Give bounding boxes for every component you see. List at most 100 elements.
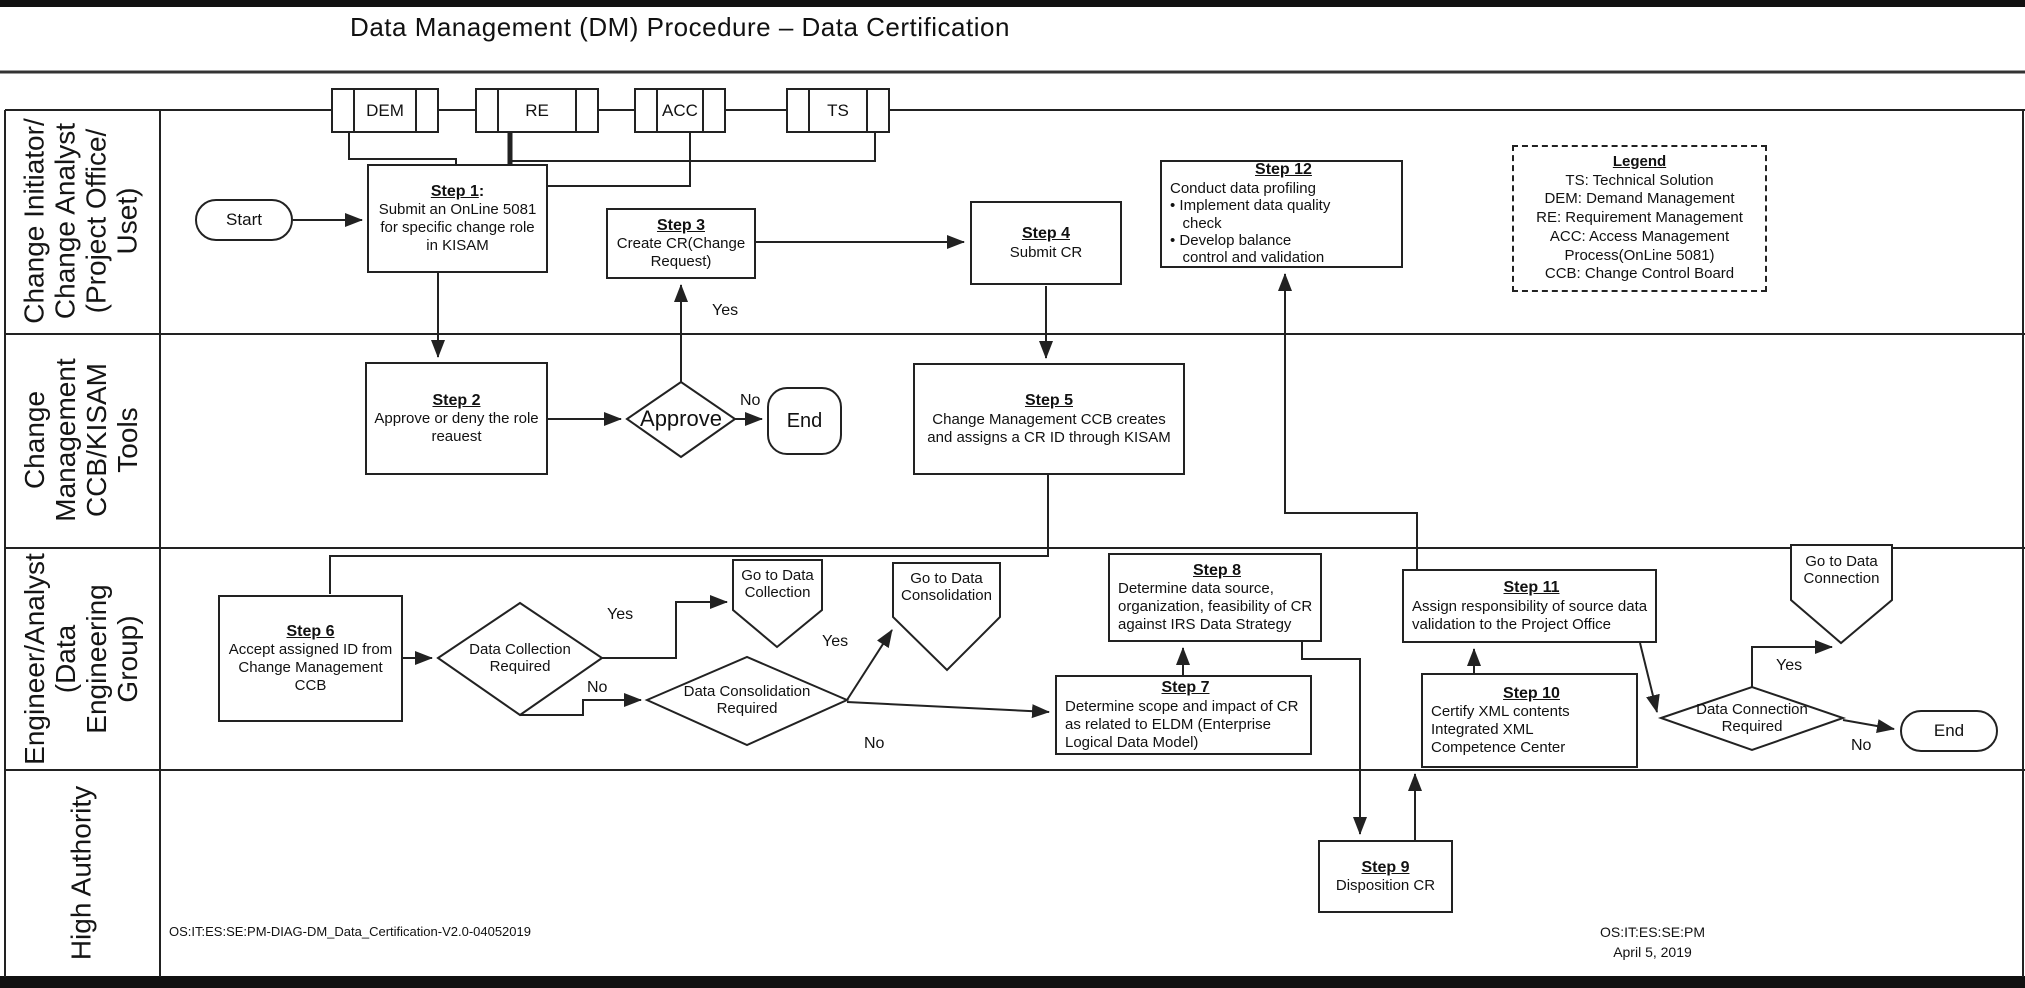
step2-line: reauest <box>431 428 482 446</box>
ts-label: TS <box>827 100 849 120</box>
step11-title: Step 11 <box>1503 579 1560 597</box>
step4-box: Step 4 Submit CR <box>970 201 1122 285</box>
goto-data-connection-connector-shape <box>1790 544 1893 645</box>
acc-right-bar <box>702 90 704 131</box>
lane-label-engineer-analyst: Engineer/Analyst (Data Engineering Group… <box>19 553 143 765</box>
edge-step11-dataconnection <box>1639 642 1660 713</box>
edge-ts-trunk <box>511 133 876 162</box>
step4-title: Step 4 <box>1021 225 1070 243</box>
legend-box: Legend TS: Technical Solution DEM: Deman… <box>1512 145 1767 292</box>
step9-title: Step 9 <box>1361 858 1410 876</box>
step3-line: Request) <box>650 253 712 271</box>
legend-title: Legend <box>1612 152 1667 170</box>
edge-dem-step1 <box>348 133 457 164</box>
end1-label: End <box>786 409 823 432</box>
legend-line: ACC: Access Management <box>1549 227 1730 245</box>
end-terminator-approve: End <box>767 387 842 455</box>
edge-dataconnection-no-end <box>1842 719 1895 733</box>
lane-label-change-management: Change Management CCB/KISAM Tools <box>19 358 143 522</box>
step9-line: Disposition CR <box>1335 877 1436 895</box>
dconn-line1: Data Connection <box>1696 700 1808 718</box>
edge-label-yes-consolidation: Yes <box>822 633 849 650</box>
step1-title: Step 1 <box>430 182 479 200</box>
dcons-line1: Data Consolidation <box>683 682 811 700</box>
step12-line: check <box>1170 214 1222 232</box>
ts-right-bar <box>866 90 868 131</box>
data-connection-decision-label: Data Connection Required <box>1664 696 1840 740</box>
step7-title: Step 7 <box>1161 679 1210 697</box>
step5-line: and assigns a CR ID through KISAM <box>927 428 1171 446</box>
document-id-footer: OS:IT:ES:SE:PM-DIAG-DM_Data_Certificatio… <box>169 924 531 939</box>
dc-line1: Data Collection <box>469 640 571 658</box>
goto-collection-line2: Collection <box>744 584 811 601</box>
goto-consolidation-line2: Consolidation <box>901 587 992 604</box>
step12-line: • Develop balance <box>1170 231 1292 249</box>
edge-datacollection-no-consolidation <box>520 693 642 716</box>
edge-label-no-consolidation: No <box>864 735 885 752</box>
top-border-bar <box>0 0 2025 7</box>
edge-consolidation-yes-goto <box>846 629 893 701</box>
ts-left-bar <box>808 90 810 131</box>
dc-line2: Required <box>489 658 551 675</box>
end2-label: End <box>1933 721 1965 740</box>
step7-box: Step 7 Determine scope and impact of CR … <box>1055 675 1312 755</box>
start-terminator: Start <box>195 199 293 241</box>
goto-data-collection-connector-shape <box>732 559 823 649</box>
edge-step1-acc <box>548 133 691 187</box>
step6-box: Step 6 Accept assigned ID from Change Ma… <box>218 595 403 722</box>
step12-line: Conduct data profiling <box>1170 179 1316 197</box>
subprocess-dem: DEM <box>331 88 439 133</box>
step2-title: Step 2 <box>432 391 481 409</box>
bottom-border-bar <box>0 976 2025 988</box>
step12-line: • Implement data quality <box>1170 197 1331 215</box>
step10-line: Integrated XML <box>1431 721 1534 739</box>
step8-box: Step 8 Determine data source, organizati… <box>1108 553 1322 642</box>
step5-line: Change Management CCB creates <box>932 410 1166 428</box>
edge-label-no-collection: No <box>587 679 608 696</box>
step10-line: Certify XML contents <box>1431 703 1570 721</box>
edge-step8-step9 <box>1301 642 1367 835</box>
goto-connection-line1: Go to Data <box>1805 552 1878 570</box>
step9-box: Step 9 Disposition CR <box>1318 840 1453 913</box>
step2-line: Approve or deny the role <box>374 410 539 428</box>
edge-label-no-connection: No <box>1851 737 1872 754</box>
step11-line: validation to the Project Office <box>1412 615 1611 633</box>
goto-consolidation-line1: Go to Data <box>910 569 983 587</box>
legend-line: DEM: Demand Management <box>1544 190 1735 208</box>
step3-box: Step 3 Create CR(Change Request) <box>606 208 756 279</box>
step10-line: Competence Center <box>1431 739 1566 757</box>
diagram-title: Data Management (DM) Procedure – Data Ce… <box>350 12 1010 42</box>
step11-box: Step 11 Assign responsibility of source … <box>1402 569 1657 643</box>
approve-text: Approve <box>640 406 722 432</box>
dem-right-bar <box>415 90 417 131</box>
step8-line: against IRS Data Strategy <box>1118 616 1292 634</box>
edge-label-yes-approve: Yes <box>712 302 739 319</box>
legend-line: TS: Technical Solution <box>1565 171 1714 189</box>
edge-step11-step12 <box>1278 273 1418 569</box>
step3-title: Step 3 <box>656 216 705 234</box>
org-code: OS:IT:ES:SE:PM <box>1599 924 1706 940</box>
goto-data-connection-label: Go to Data Connection <box>1792 549 1891 591</box>
step6-title: Step 6 <box>286 622 335 640</box>
re-right-bar <box>575 90 577 131</box>
data-consolidation-decision-label: Data Consolidation Required <box>649 678 845 722</box>
goto-data-collection-label: Go to Data Collection <box>735 563 820 605</box>
step3-line: Create CR(Change <box>616 235 746 253</box>
edge-label-yes-collection: Yes <box>607 606 634 623</box>
legend-line: Process(OnLine 5081) <box>1564 246 1715 264</box>
lane-label-high-authority: High Authority <box>65 785 97 961</box>
edge-label-no-approve: No <box>740 392 761 409</box>
start-label: Start <box>226 210 262 229</box>
goto-data-consolidation-connector-shape <box>892 562 1001 672</box>
step6-line: CCB <box>294 677 327 695</box>
dem-label: DEM <box>366 100 404 120</box>
subprocess-acc: ACC <box>634 88 726 133</box>
data-collection-decision-label: Data Collection Required <box>440 636 600 680</box>
step1-line: Submit an OnLine 5081 <box>378 201 537 219</box>
dem-left-bar <box>353 90 355 131</box>
step2-box: Step 2 Approve or deny the role reauest <box>365 362 548 475</box>
edge-dataconnection-yes-goto <box>1751 640 1833 687</box>
dcons-line2: Required <box>716 700 778 717</box>
